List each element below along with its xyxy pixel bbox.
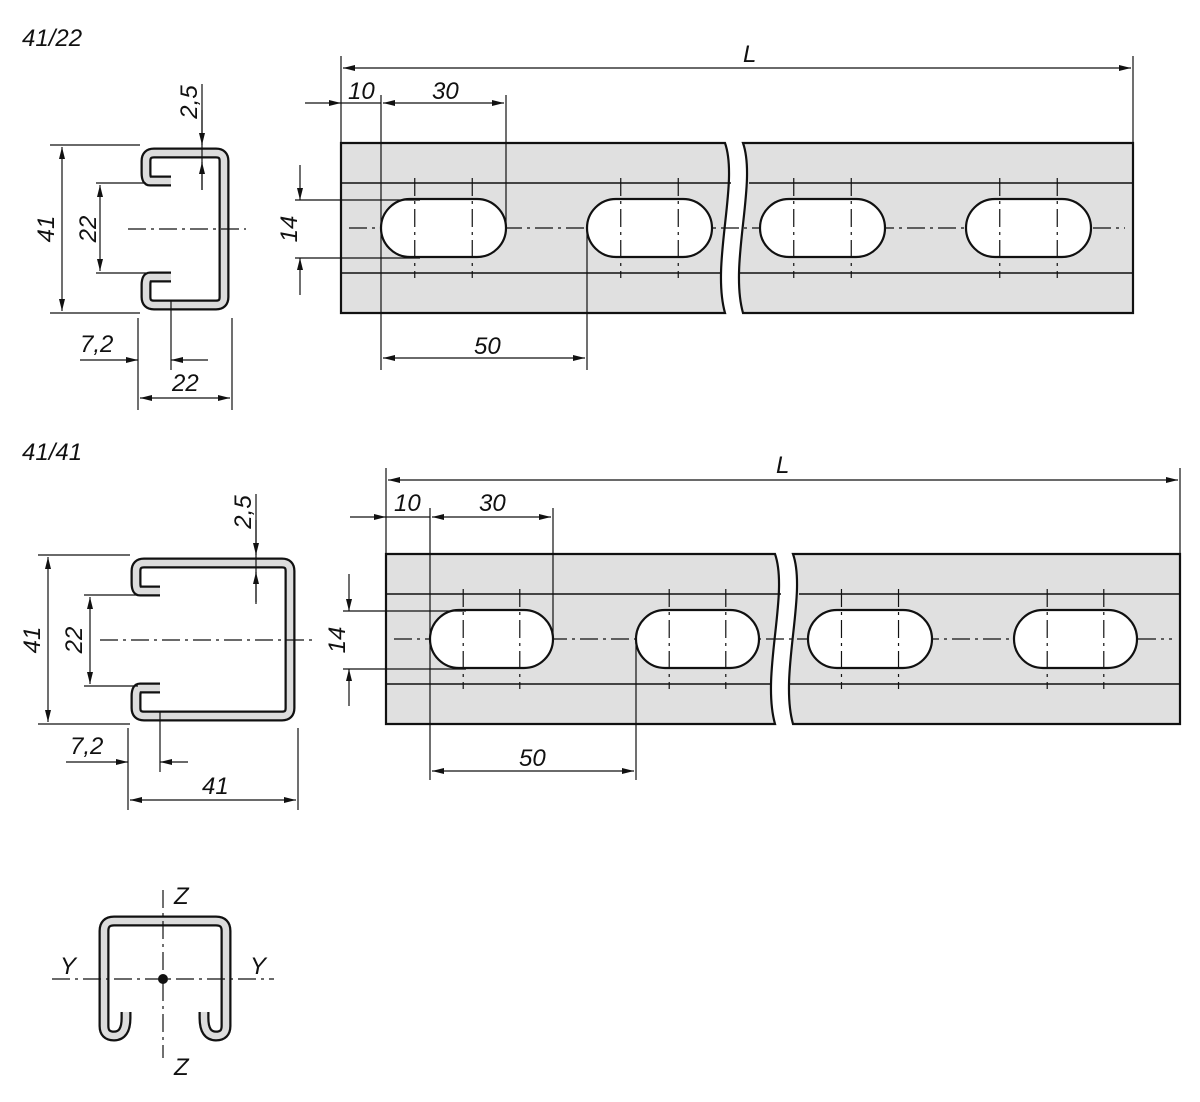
view-41-22: 41/22 L 10 30 50 14 41 22 2,5 7,2 22 [22, 25, 1135, 410]
axis-label-y-right: Y [250, 953, 268, 980]
slot [585, 197, 714, 259]
slot [634, 608, 761, 670]
dim-lip: 7,2 [80, 331, 113, 358]
slot [964, 197, 1093, 259]
dim-slot-width: 14 [276, 216, 303, 243]
dim-first-offset: 10 [348, 78, 375, 105]
slot [1012, 608, 1139, 670]
dim-thickness: 2,5 [230, 495, 257, 530]
view-41-41: 41/41 L 10 30 50 14 41 22 2,5 7,2 41 [19, 439, 1182, 810]
dim-section-height: 41 [33, 216, 60, 243]
profile-wall [100, 917, 230, 1040]
dim-section-width: 41 [202, 773, 229, 800]
dim-length: L [776, 452, 789, 479]
dim-first-offset: 10 [394, 490, 421, 517]
centroid-point [158, 974, 168, 984]
view-title: 41/22 [22, 25, 82, 52]
dim-pitch: 50 [474, 333, 501, 360]
dim-slot-length: 30 [479, 490, 506, 517]
dim-pitch: 50 [519, 745, 546, 772]
dim-opening: 22 [61, 627, 88, 655]
dim-thickness: 2,5 [176, 85, 203, 120]
dim-section-height: 41 [19, 627, 46, 654]
dim-slot-width: 14 [324, 627, 351, 654]
dim-slot-length: 30 [432, 78, 459, 105]
dim-opening: 22 [75, 216, 102, 244]
slotted-strip-41-41 [343, 468, 1182, 780]
axis-label-y-left: Y [60, 953, 78, 980]
slot [428, 608, 555, 670]
cross-section-41-22 [50, 84, 246, 410]
slot [806, 608, 934, 670]
strip-right-part [737, 141, 1135, 315]
slot [758, 197, 887, 259]
cross-section-axes [52, 890, 274, 1058]
view-title: 41/41 [22, 439, 82, 466]
dim-lip: 7,2 [70, 733, 103, 760]
slotted-strip-41-22 [295, 56, 1135, 370]
axes-view: Y Y Z Z [52, 883, 274, 1081]
dim-length: L [743, 41, 756, 68]
cross-section-41-41 [38, 494, 312, 810]
axis-label-z-top: Z [173, 883, 190, 910]
dim-section-width: 22 [171, 370, 199, 397]
axis-label-z-bottom: Z [173, 1054, 190, 1081]
slot [379, 197, 508, 259]
